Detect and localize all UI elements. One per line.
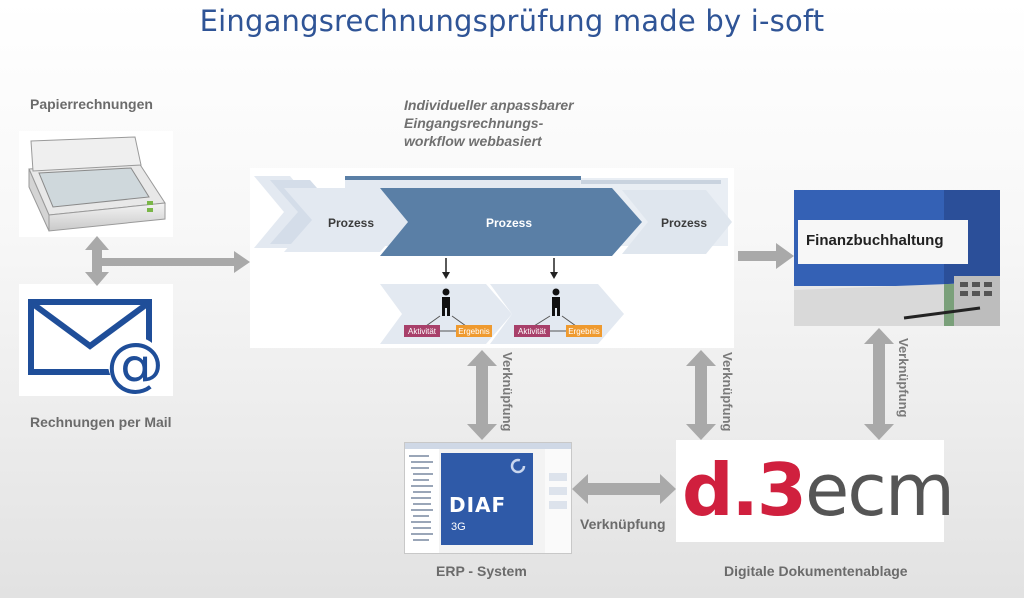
document-storage-label: Digitale Dokumentenablage: [724, 563, 908, 579]
ecm-finance-arrow: [864, 328, 894, 440]
diaf-logo: DIAF 3G: [441, 453, 533, 545]
process-center-chevron: [380, 188, 642, 256]
finance-image: Finanzbuchhaltung: [794, 190, 1000, 326]
erp-ecm-arrow: [572, 474, 676, 504]
result-tag: Ergebnis: [568, 327, 600, 336]
link-erp-ecm-label: Verknüpfung: [580, 516, 666, 532]
d3ecm-logo: d.3ecm: [676, 440, 955, 542]
process-left-chevron: [284, 188, 408, 252]
workflow-caption-line3: workflow webbasiert: [404, 133, 542, 149]
mail-image: @: [19, 284, 173, 398]
input-to-workflow-arrow: [96, 251, 250, 273]
down-arrow-icon: [442, 272, 450, 279]
process-right-label: Prozess: [661, 216, 707, 230]
mail-invoices-label: Rechnungen per Mail: [30, 414, 172, 430]
d3ecm-logo-ecm: ecm: [805, 448, 955, 532]
workflow-diagram: Prozess Prozess Prozess Aktivität Erg: [250, 168, 734, 348]
page-title: Eingangsrechnungsprüfung made by i-soft: [199, 4, 825, 38]
email-icon: @: [28, 299, 164, 398]
workflow-caption: Individueller anpassbarer Eingangsrechnu…: [404, 96, 574, 150]
person-icon: [552, 288, 560, 316]
paper-invoices-label: Papierrechnungen: [30, 96, 153, 112]
workflow-caption-line2: Eingangsrechnungs-: [404, 115, 544, 131]
activity-tag: Aktivität: [518, 327, 547, 336]
erp-workflow-arrow: [467, 350, 497, 440]
erp-screenshot: DIAF 3G: [404, 442, 572, 554]
finance-label: Finanzbuchhaltung: [806, 232, 944, 249]
d3ecm-logo-dot3: .3: [731, 448, 807, 532]
d3ecm-logo-d: d: [682, 448, 734, 532]
workflow-caption-line1: Individueller anpassbarer: [404, 97, 574, 113]
scanner-icon: [28, 136, 166, 232]
refresh-ring-icon: [510, 458, 526, 474]
diaf-logo-text: DIAF: [449, 493, 507, 517]
erp-system-label: ERP - System: [436, 563, 527, 579]
process-left-label: Prozess: [328, 216, 374, 230]
scanner-image: [19, 131, 173, 237]
workflow-to-finance-arrow: [738, 243, 794, 269]
ecm-workflow-arrow: [686, 350, 716, 440]
svg-text:@: @: [106, 330, 164, 396]
process-center-label: Prozess: [486, 216, 532, 230]
process-right-chevron: [622, 190, 732, 254]
link-erp-label: Verknüpfung: [500, 352, 515, 432]
person-icon: [442, 288, 450, 316]
result-tag: Ergebnis: [458, 327, 490, 336]
diaf-version: 3G: [451, 521, 466, 533]
down-arrow-icon: [550, 272, 558, 279]
activity-tag: Aktivität: [408, 327, 437, 336]
link-fibu-label: Verknüpfung: [896, 338, 911, 418]
link-ecm-label: Verknüpfung: [720, 352, 735, 432]
